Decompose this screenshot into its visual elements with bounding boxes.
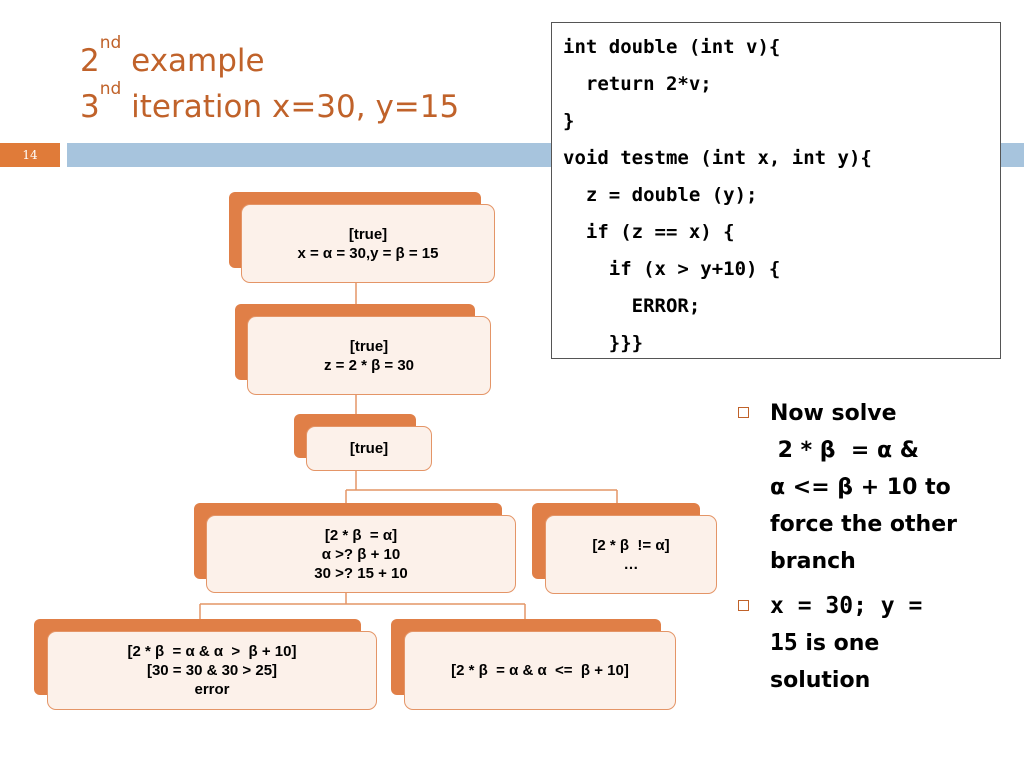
node-label: [true] xyxy=(349,440,389,457)
node-box: [2 * β != α] … xyxy=(545,515,717,594)
bullet-code: 15 xyxy=(770,630,798,656)
node-box: [2 * β = α & α <= β + 10] xyxy=(404,631,676,710)
node-label: z = 2 * β = 30 xyxy=(323,356,415,374)
code-line: if (z == x) { xyxy=(563,221,735,243)
node-box: [true] x = α = 30,y = β = 15 xyxy=(241,204,495,283)
slide-title: 2nd example 3nd iteration x=30, y=15 xyxy=(80,33,460,130)
node-label: x = α = 30,y = β = 15 xyxy=(297,244,439,262)
node-box: [2 * β = α & α > β + 10] [30 = 30 & 30 >… xyxy=(47,631,377,710)
node-label: [30 = 30 & 30 > 25] xyxy=(146,662,278,679)
node-box: [true] z = 2 * β = 30 xyxy=(247,316,491,395)
square-bullet-icon xyxy=(738,407,749,418)
title-line-1: 2nd example xyxy=(80,33,265,80)
node-label: [true] xyxy=(349,337,389,355)
bullet-text: is one xyxy=(797,631,880,656)
title-line-2: 3nd iteration x=30, y=15 xyxy=(80,79,460,126)
code-line: void testme (int x, int y){ xyxy=(563,147,872,169)
bullet-text: branch xyxy=(770,549,856,574)
node-box: [2 * β = α] α >? β + 10 30 >? 15 + 10 xyxy=(206,515,516,593)
square-bullet-icon xyxy=(738,600,749,611)
node-label: [true] xyxy=(348,225,388,243)
bullet-item: x = 30; y = 15 is one solution xyxy=(736,588,1006,699)
node-label: [2 * β = α & α > β + 10] xyxy=(127,643,297,660)
bullet-list: Now solve 2 * β = α & α <= β + 10 to for… xyxy=(736,395,1006,707)
code-line: }}} xyxy=(563,332,644,354)
node-label: [2 * β = α] xyxy=(324,526,398,544)
code-line: return 2*v; xyxy=(563,73,712,95)
code-line: } xyxy=(563,110,575,132)
bullet-text: force the other xyxy=(770,512,957,537)
node-label: error xyxy=(194,681,230,698)
node-label: 30 >? 15 + 10 xyxy=(314,564,408,582)
node-box: [true] xyxy=(306,426,432,471)
node-label: α >? β + 10 xyxy=(321,545,401,563)
page-number-box xyxy=(0,143,60,167)
code-box: int double (int v){ return 2*v; } void t… xyxy=(551,22,1001,359)
code-line: int double (int v){ xyxy=(563,36,781,58)
code-line: if (x > y+10) { xyxy=(563,258,781,280)
bullet-text: α <= β + 10 to xyxy=(770,475,951,500)
code-line: ERROR; xyxy=(563,295,701,317)
code-line: z = double (y); xyxy=(563,184,758,206)
bullet-text: 2 * β = α & xyxy=(770,438,919,463)
bullet-code: x = 30; y = xyxy=(770,593,923,619)
bullet-item: Now solve 2 * β = α & α <= β + 10 to for… xyxy=(736,395,1006,580)
node-label: [2 * β != α] xyxy=(592,536,670,554)
bullet-text: Now solve xyxy=(770,401,897,426)
bullet-text: solution xyxy=(770,668,871,693)
page-number: 14 xyxy=(22,148,38,162)
node-label: [2 * β = α & α <= β + 10] xyxy=(451,662,629,679)
node-label: … xyxy=(623,555,639,573)
